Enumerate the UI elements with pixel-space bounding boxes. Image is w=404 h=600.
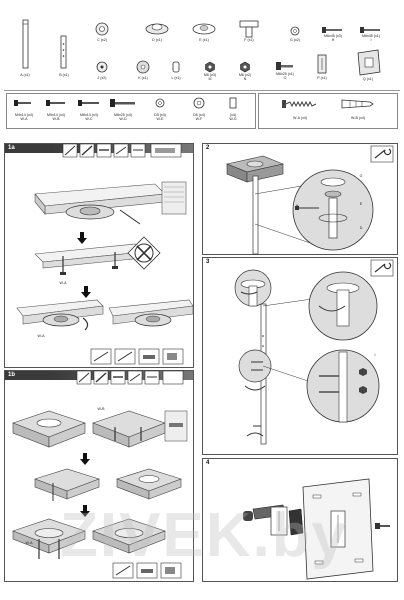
part-p-plate-icon <box>317 54 327 74</box>
part-j-label: J (x2) <box>97 76 107 80</box>
part-c-ring-icon <box>95 22 109 36</box>
bottom-tools-icon <box>90 348 184 365</box>
callout-e: E <box>359 202 363 206</box>
part-l-cap-icon <box>172 61 180 73</box>
step-4-number: 4 <box>206 460 210 466</box>
final-ceiling-mount-illustration <box>12 518 166 559</box>
part-n-label: M6 (x2) N <box>238 73 252 82</box>
part-h-screw-icon <box>322 27 342 33</box>
callout-g: G <box>359 174 363 178</box>
flange-mount-illustration <box>16 299 194 331</box>
part-q-vesa-plate-icon <box>357 49 381 76</box>
step-3-number: 3 <box>206 259 210 265</box>
step-2-number: 2 <box>206 145 210 151</box>
no-drill-warning-icon <box>127 236 161 270</box>
ceiling-board-illustration <box>34 183 166 225</box>
washer-we-label: D5 (x4) W-E <box>154 113 166 122</box>
part-d-flange-icon <box>145 23 169 35</box>
part-l-label: L (x1) <box>171 76 181 80</box>
bottom-tools-icon-1b <box>112 562 182 579</box>
step-1b-number: 1b <box>8 372 16 378</box>
board-drill-illustration <box>34 243 144 275</box>
step-4-panel: 4 <box>202 458 398 582</box>
wall-anchors-box <box>258 93 398 129</box>
part-q-label: Q (x1) <box>363 77 373 81</box>
down-arrow-icon <box>77 232 87 244</box>
washer-wf-label: D6 (x4) W-F <box>193 113 205 122</box>
part-k-clamp-icon <box>136 60 150 74</box>
step-1b-panel: 1b W-B <box>4 370 194 582</box>
part-h-label: M6x45 (x3) H <box>324 34 342 43</box>
part-g-label: G (x2) <box>290 38 300 42</box>
concrete-ceiling-illustration <box>12 410 166 448</box>
part-o-bolt-icon <box>276 62 293 70</box>
callout-h: H <box>295 204 299 208</box>
wood-texture-swatch <box>161 181 187 215</box>
down-arrow-icon-4 <box>80 505 90 517</box>
part-a-label: A (x1) <box>20 73 30 77</box>
step-1a-number: 1a <box>8 145 15 151</box>
step-1a-panel: 1a <box>4 143 194 368</box>
washer-we-icon <box>155 98 165 108</box>
screw-wb-icon <box>46 100 65 106</box>
part-c-label: C (x2) <box>97 38 107 42</box>
callout-i: I <box>374 353 376 357</box>
part-g-nut-icon <box>290 26 300 36</box>
pole-assembly-illustration <box>234 269 380 445</box>
part-a-pole-icon <box>22 19 29 69</box>
washer-wf-icon <box>193 97 205 109</box>
part-b-label: B (x1) <box>59 73 69 77</box>
screw-wc-icon <box>78 100 99 106</box>
part-j-knob-icon <box>96 61 108 73</box>
part-n-nut-icon <box>240 61 250 73</box>
part-f-label: F (x1) <box>244 38 254 42</box>
part-e-label: E (x1) <box>199 38 209 42</box>
step-2-panel: 2 G H E D <box>202 143 398 255</box>
part-m-nut-icon <box>205 61 215 73</box>
part-m-label: M6 (x3) M <box>203 73 217 82</box>
callout-d: D <box>359 226 363 230</box>
part-b-pole-icon <box>60 35 67 69</box>
down-arrow-icon-2 <box>81 286 91 298</box>
screws-box <box>6 93 256 129</box>
wall-screw-icon <box>282 100 317 108</box>
spacer-wg-label: (x4) W-G <box>229 113 237 122</box>
step-3-panel: 3 I <box>202 257 398 455</box>
wrench-icon-3 <box>370 259 394 277</box>
screw-wd-icon <box>110 99 135 107</box>
part-p-label: P (x1) <box>317 76 327 80</box>
wall-anchor-icon <box>341 99 374 109</box>
drill-bit-swatch <box>164 410 188 442</box>
screw-wb-label: M5x14 (x4) W-B <box>47 113 65 122</box>
anchor-insert-illustration <box>34 468 182 501</box>
part-e-plate-icon <box>192 23 216 35</box>
part-o-label: M6x25 (x1) O <box>276 72 294 81</box>
callout-wa-2: W-A <box>37 334 45 338</box>
callout-wa-1: W-A <box>59 281 67 285</box>
down-arrow-icon-3 <box>80 453 90 465</box>
spacer-wg-icon <box>229 97 237 109</box>
wrench-icon <box>370 145 394 163</box>
part-k-label: K (x1) <box>138 76 148 80</box>
part-i-screw-icon <box>360 27 380 33</box>
screw-wa-label: M4x14 (x4) W-A <box>15 113 33 122</box>
callout-wa-3: W-A <box>25 541 33 545</box>
callout-wb-1: W-B <box>97 407 105 411</box>
vesa-plate-assembly-illustration <box>243 478 390 580</box>
tools-icon-1b <box>76 370 184 385</box>
part-f-bracket-icon <box>239 20 259 38</box>
parts-panel: A (x1) B (x1) C (x2) D (x1) E (x1) F (x1… <box>0 0 404 140</box>
part-d-label: D (x1) <box>152 38 162 42</box>
wall-anchor-label: W-B (x4) <box>350 116 366 120</box>
tools-icon <box>62 143 182 158</box>
watermark: ZIVEK.by <box>60 501 349 570</box>
screw-wd-label: M8x25 (x4) W-D <box>114 113 132 122</box>
part-i-label: M6x45 (x1) I <box>362 34 380 43</box>
pole-ceiling-illustration <box>225 155 374 255</box>
wall-screw-label: W-A (x4) <box>293 116 307 120</box>
screw-wc-label: M6x14 (x4) W-C <box>80 113 98 122</box>
parts-divider <box>4 90 400 91</box>
screw-wa-icon <box>14 100 31 106</box>
